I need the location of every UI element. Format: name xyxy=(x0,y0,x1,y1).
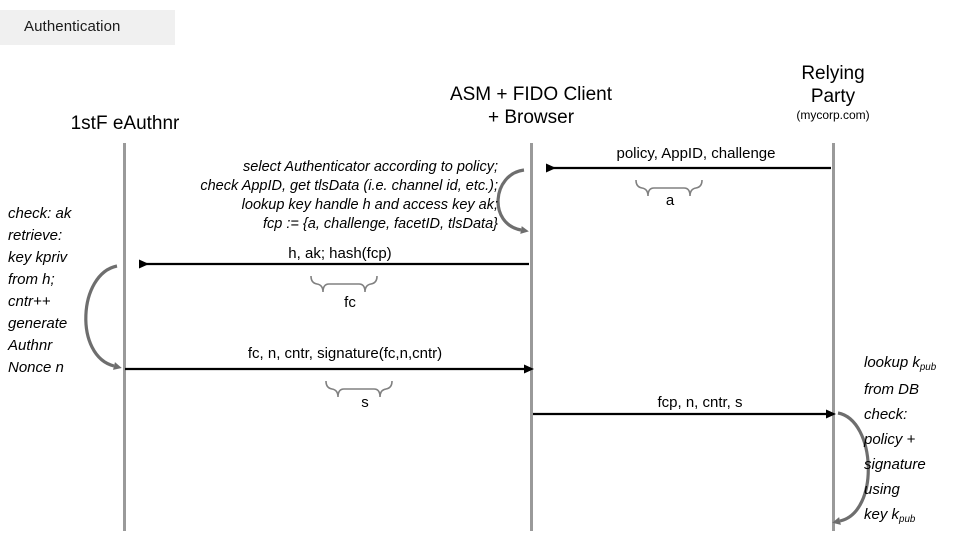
lifeline-title-relying-party: Relying xyxy=(801,63,865,84)
page-title: Authentication xyxy=(24,18,121,35)
brace-label-a: a xyxy=(665,192,675,209)
note-text: lookup k xyxy=(864,354,920,371)
note-text: key k xyxy=(864,506,900,523)
lifeline-authenticator xyxy=(123,143,126,531)
lifeline-title-asm: ASM + FIDO Client xyxy=(449,84,613,105)
note-line: Authnr xyxy=(8,337,53,354)
subscript-pub: pub xyxy=(919,362,937,374)
note-line: key kpriv xyxy=(8,249,68,266)
lifeline-subtitle-relying-party: (mycorp.com) xyxy=(796,108,870,122)
note-line: from h; xyxy=(8,271,55,288)
self-loop-asm xyxy=(496,168,529,234)
note-line: lookup kpub xyxy=(864,350,960,377)
message-label-h-ak-hash: h, ak; hash(fcp) xyxy=(288,245,392,262)
note-line: retrieve: xyxy=(8,227,63,244)
note-authenticator-processing: check: ak retrieve: key kpriv from h; cn… xyxy=(8,203,103,379)
brace-label-s: s xyxy=(361,394,369,411)
note-line: signature xyxy=(864,456,926,473)
note-line: fcp := {a, challenge, facetID, tlsData} xyxy=(263,216,498,232)
note-line: using xyxy=(864,481,900,498)
lifeline-header-asm: ASM + FIDO Client + Browser xyxy=(400,83,662,129)
brace-fc xyxy=(310,275,378,293)
note-asm-processing: select Authenticator according to policy… xyxy=(138,158,498,234)
note-line: lookup key handle h and access key ak; xyxy=(241,197,498,213)
note-line: select Authenticator according to policy… xyxy=(243,159,498,175)
note-line: check: ak xyxy=(8,205,72,222)
note-line: key kpub xyxy=(864,502,960,529)
subscript-pub: pub xyxy=(899,514,916,526)
message-label-policy: policy, AppID, challenge xyxy=(616,145,776,162)
lifeline-title-relying-party-line2: Party xyxy=(810,86,856,107)
lifeline-title-asm-line2: + Browser xyxy=(487,107,575,128)
lifeline-header-relying-party: Relying Party (mycorp.com) xyxy=(758,62,908,123)
note-line: from DB xyxy=(864,381,920,398)
brace-label-fc: fc xyxy=(344,294,356,311)
lifeline-asm xyxy=(530,143,533,531)
note-line: generate xyxy=(8,315,68,332)
note-line: cntr++ xyxy=(8,293,51,310)
note-line: check AppID, get tlsData (i.e. channel i… xyxy=(200,178,498,194)
note-relying-party-processing: lookup kpub from DB check: policy + sign… xyxy=(864,350,960,529)
message-label-signature: fc, n, cntr, signature(fc,n,cntr) xyxy=(247,345,443,362)
note-line: Nonce n xyxy=(8,359,64,376)
note-line: check: xyxy=(864,406,908,423)
message-label-fcp-n-cntr-s: fcp, n, cntr, s xyxy=(657,394,743,411)
diagram-title-bar: Authentication xyxy=(0,10,175,45)
lifeline-relying-party xyxy=(832,143,835,531)
lifeline-header-authenticator: 1stF eAuthnr xyxy=(30,112,220,135)
lifeline-title-authenticator: 1stF eAuthnr xyxy=(70,113,180,134)
note-line: policy + xyxy=(864,431,916,448)
